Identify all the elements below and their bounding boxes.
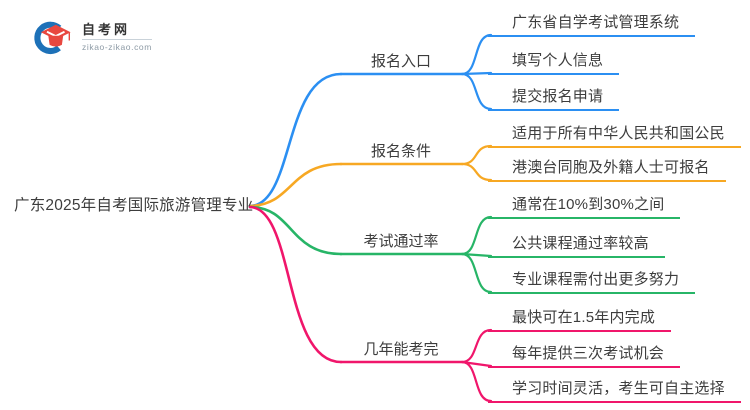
leaf-node: 广东省自学考试管理系统 — [488, 13, 696, 37]
leaf-node: 通常在10%到30%之间 — [488, 195, 681, 219]
leaf-node: 每年提供三次考试机会 — [488, 344, 681, 368]
branch-node-signup-conditions: 报名条件 — [370, 143, 431, 160]
connector-branch-1-leaf-2 — [460, 71, 493, 76]
branch-node-signup-entrance: 报名入口 — [370, 53, 431, 70]
connector-root-to-branch-2 — [248, 162, 343, 208]
connector-branch-3-leaf-1 — [460, 215, 493, 256]
branch-node-pass-rate: 考试通过率 — [363, 233, 439, 250]
connector-root-to-branch-3 — [248, 205, 343, 256]
connector-branch-4-leaf-1 — [460, 328, 493, 364]
root-node: 广东2025年自考国际旅游管理专业 — [14, 197, 254, 214]
leaf-node: 提交报名申请 — [488, 87, 620, 111]
leaf-node: 最快可在1.5年内完成 — [488, 308, 672, 332]
site-domain: zikao-zikao.com — [82, 38, 152, 53]
leaf-node: 填写个人信息 — [488, 51, 620, 75]
connector-root-to-branch-4 — [248, 205, 343, 364]
connector-root-to-branch-1 — [248, 72, 343, 208]
branch-node-years-to-finish: 几年能考完 — [363, 341, 439, 358]
connector-branch-1-leaf-1 — [460, 33, 493, 76]
connector-branch-3-leaf-3 — [460, 252, 493, 294]
leaf-node: 港澳台同胞及外籍人士可报名 — [488, 158, 726, 182]
site-name: 自考网 — [82, 21, 131, 37]
connector-branch-2-leaf-1 — [460, 144, 493, 166]
leaf-node: 专业课程需付出更多努力 — [488, 270, 696, 294]
connector-branch-4-leaf-3 — [460, 360, 493, 403]
connector-branch-1-leaf-3 — [460, 72, 493, 111]
leaf-node: 学习时间灵活，考生可自主选择 — [488, 379, 741, 403]
leaf-node: 适用于所有中华人民共和国公民 — [488, 124, 741, 148]
site-logo[interactable]: 自考网 zikao-zikao.com — [33, 18, 152, 56]
connector-branch-2-leaf-2 — [460, 162, 493, 182]
leaf-node: 公共课程通过率较高 — [488, 234, 665, 258]
graduation-cap-icon — [34, 21, 71, 55]
logo-text-block: 自考网 zikao-zikao.com — [82, 22, 152, 53]
